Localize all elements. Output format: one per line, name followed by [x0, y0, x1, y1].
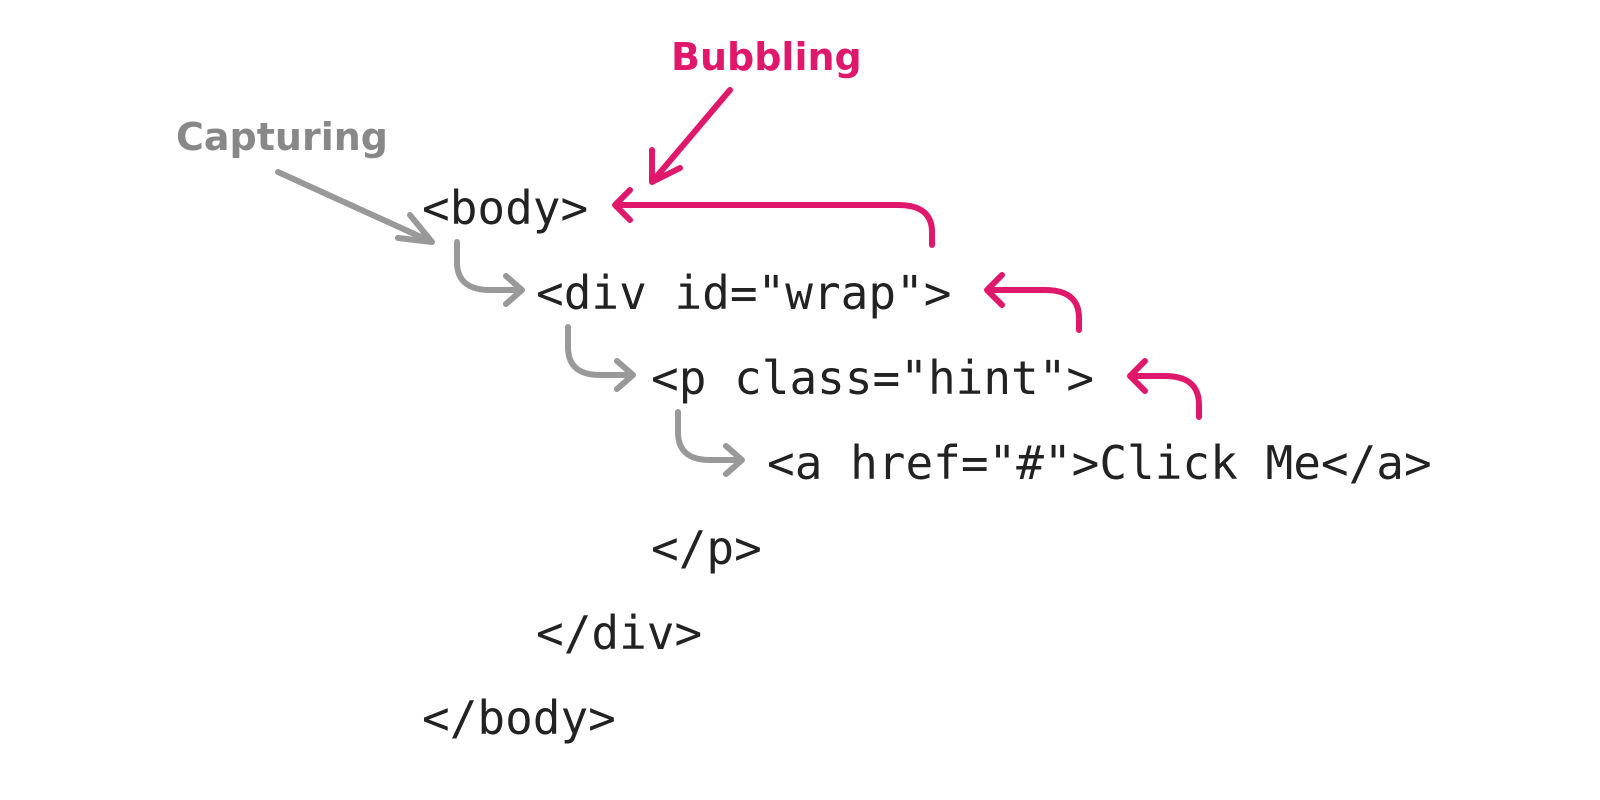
bubbling-pointer-arrow	[649, 87, 733, 185]
capturing-arrow-body-to-div	[454, 239, 525, 307]
bubbling-arrow-a-to-p	[1127, 358, 1202, 420]
bubbling-arrow-div-to-body	[612, 187, 935, 248]
code-line-a-element: <a href="#">Click Me</a>	[767, 436, 1432, 490]
code-line-p-close: </p>	[651, 521, 762, 575]
code-line-p-open: <p class="hint">	[651, 351, 1095, 405]
capturing-arrow-p-to-a	[675, 409, 745, 477]
code-line-body-close: </body>	[422, 691, 616, 745]
code-line-div-open: <div id="wrap">	[536, 266, 952, 320]
capturing-arrow-div-to-p	[565, 324, 636, 392]
bubbling-label: Bubbling	[671, 35, 862, 79]
capturing-pointer-arrow	[275, 169, 435, 245]
code-line-div-close: </div>	[536, 606, 703, 660]
code-line-body-open: <body>	[422, 181, 589, 235]
capturing-label: Capturing	[176, 115, 388, 159]
bubbling-arrow-p-to-div	[984, 272, 1082, 333]
